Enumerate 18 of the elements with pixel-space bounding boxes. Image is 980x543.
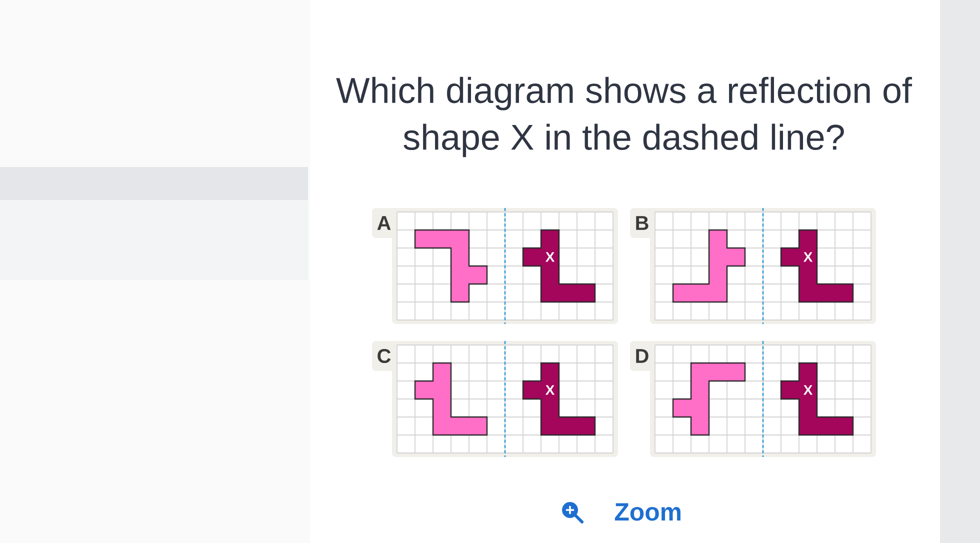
- polyomino: X: [522, 229, 596, 303]
- polyomino: [672, 362, 746, 436]
- polyomino: [414, 229, 488, 303]
- node-label: A: [377, 216, 391, 230]
- node-label: X: [803, 252, 813, 262]
- node-label: X: [545, 252, 555, 262]
- polyomino: X: [522, 362, 596, 436]
- polyomino: X: [780, 362, 854, 436]
- node-label: B: [636, 216, 648, 230]
- question-text: Which diagram shows a reflection of shape X in the dashed line?: [336, 76, 912, 158]
- node-label: D: [636, 349, 648, 363]
- polyomino: [414, 362, 488, 436]
- zoom-link: Zoom: [614, 503, 680, 521]
- node-label: X: [803, 385, 813, 395]
- node-label: C: [378, 348, 391, 364]
- polyomino: X: [780, 229, 854, 303]
- node-label: X: [545, 385, 555, 395]
- polyomino: [672, 229, 746, 303]
